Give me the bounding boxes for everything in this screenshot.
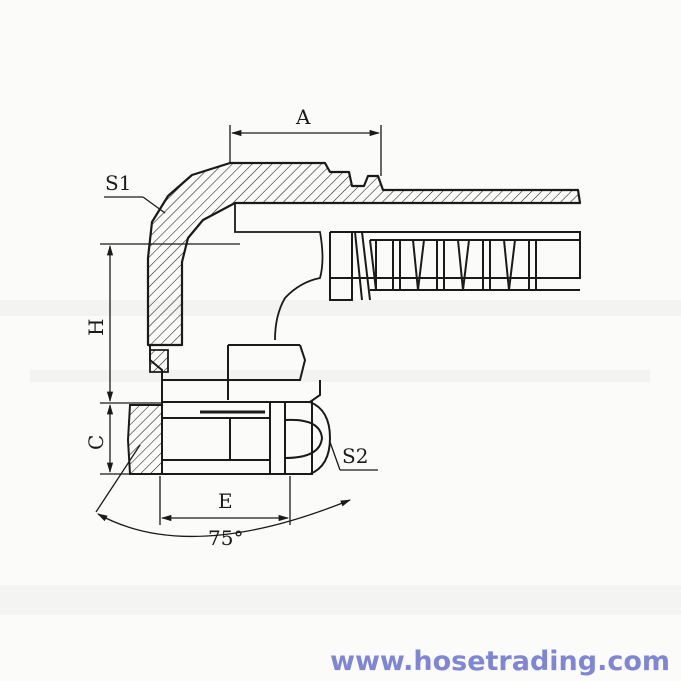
watermark-text: www.hosetrading.com [330, 646, 670, 677]
angle-75 [95, 444, 351, 537]
dimension-c [100, 403, 162, 475]
swivel-nut [149, 344, 332, 475]
scan-noise [0, 300, 681, 615]
s2-label: S2 [342, 444, 368, 468]
dimension-a [229, 125, 382, 176]
s2-leader [329, 441, 378, 471]
dim-a-label: A [295, 105, 311, 129]
s1-leader [104, 196, 166, 214]
dim-h-label: H [84, 319, 108, 336]
nut-shoulder-section [149, 349, 169, 373]
elbow-body-section [146, 161, 582, 347]
hose-tail [329, 231, 581, 301]
angle-label: 75° [208, 526, 243, 550]
bore-outline [234, 203, 324, 341]
dim-e-label: E [218, 489, 233, 513]
dim-c-label: C [84, 435, 108, 450]
dimension-h [100, 243, 240, 404]
s1-label: S1 [105, 171, 131, 195]
nut-wall-section [126, 404, 163, 475]
